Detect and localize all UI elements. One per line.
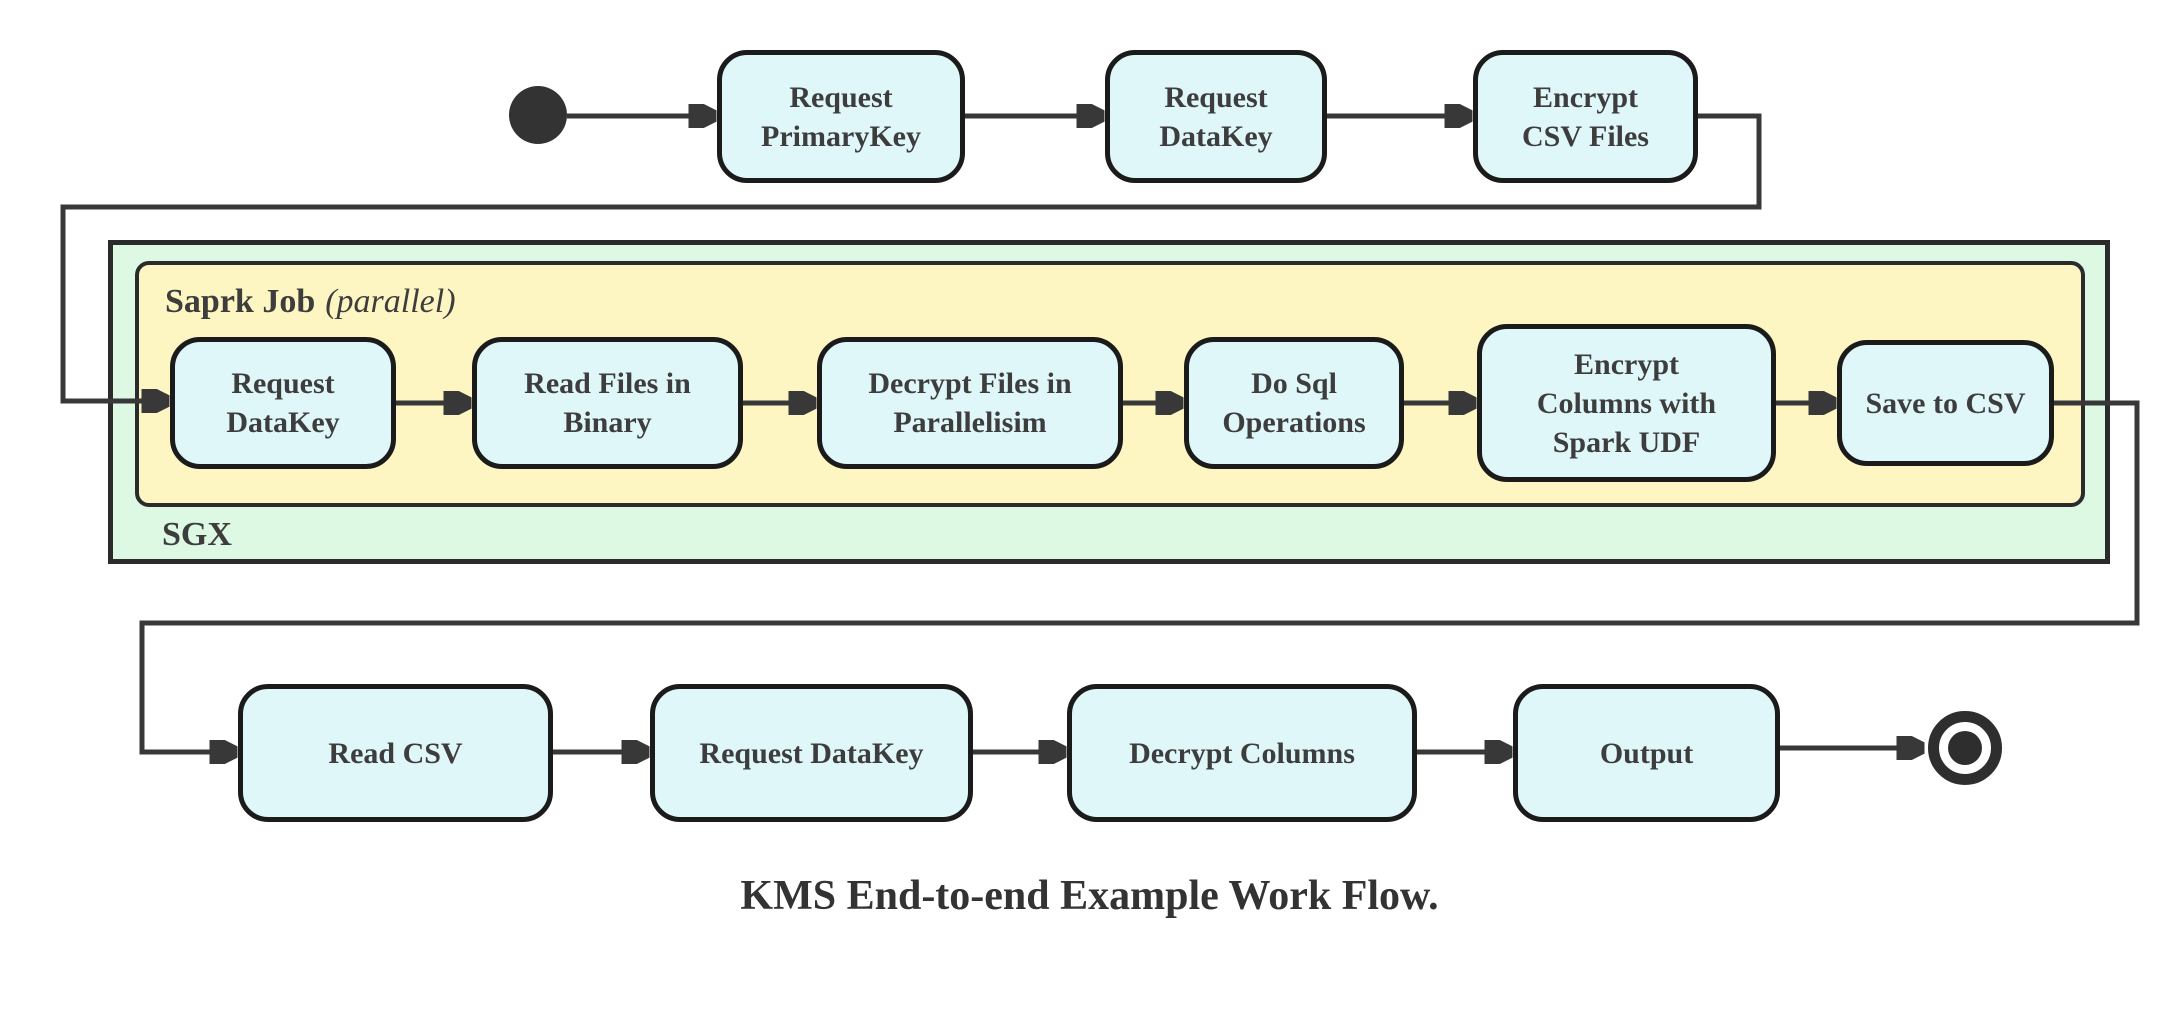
node-label: Request DataKey (699, 736, 924, 770)
node-request-datakey-top: Request DataKey (1105, 50, 1327, 183)
node-label: Request PrimaryKey (761, 80, 921, 153)
node-decrypt-columns: Decrypt Columns (1067, 684, 1417, 822)
node-read-csv: Read CSV (238, 684, 553, 822)
node-label: Encrypt CSV Files (1522, 80, 1649, 153)
node-decrypt-files-in-parallelisim: Decrypt Files in Parallelisim (817, 337, 1123, 469)
node-save-to-csv: Save to CSV (1837, 340, 2054, 466)
node-label: Request DataKey (226, 367, 340, 439)
edge-encrypt-csv-to-sgx-request-datakey (60, 113, 1762, 401)
diagram-caption: KMS End-to-end Example Work Flow. (740, 873, 1439, 919)
start-state-icon (509, 86, 567, 144)
node-request-primarykey: Request PrimaryKey (717, 50, 965, 183)
node-request-datakey-bottom: Request DataKey (650, 684, 973, 822)
node-read-files-in-binary: Read Files in Binary (472, 337, 743, 469)
end-state-inner-dot (1948, 731, 1982, 765)
node-label: Read CSV (328, 736, 463, 770)
node-label: Output (1599, 736, 1694, 770)
node-label: Read Files in Binary (524, 367, 691, 439)
node-label: Decrypt Columns (1129, 736, 1355, 770)
spark-job-qualifier: (parallel) (325, 283, 456, 320)
edge-save-csv-to-read-csv (139, 400, 2140, 752)
node-encrypt-columns-spark-udf: Encrypt Columns with Spark UDF (1477, 324, 1776, 482)
spark-job-title: Saprk Job (165, 283, 316, 320)
node-output: Output (1513, 684, 1780, 822)
node-do-sql-operations: Do Sql Operations (1184, 337, 1404, 469)
node-label: Encrypt Columns with Spark UDF (1536, 347, 1717, 459)
end-state-icon (1928, 711, 2002, 785)
node-label: Decrypt Files in Parallelisim (868, 367, 1072, 439)
node-request-datakey-sgx: Request DataKey (170, 337, 396, 469)
node-label: Do Sql Operations (1222, 367, 1366, 439)
node-label: Save to CSV (1865, 386, 2026, 420)
spark-job-label: Saprk Job(parallel) (165, 283, 456, 321)
sgx-label: SGX (162, 516, 232, 553)
node-encrypt-csv-files: Encrypt CSV Files (1473, 50, 1698, 183)
node-label: Request DataKey (1159, 80, 1273, 153)
